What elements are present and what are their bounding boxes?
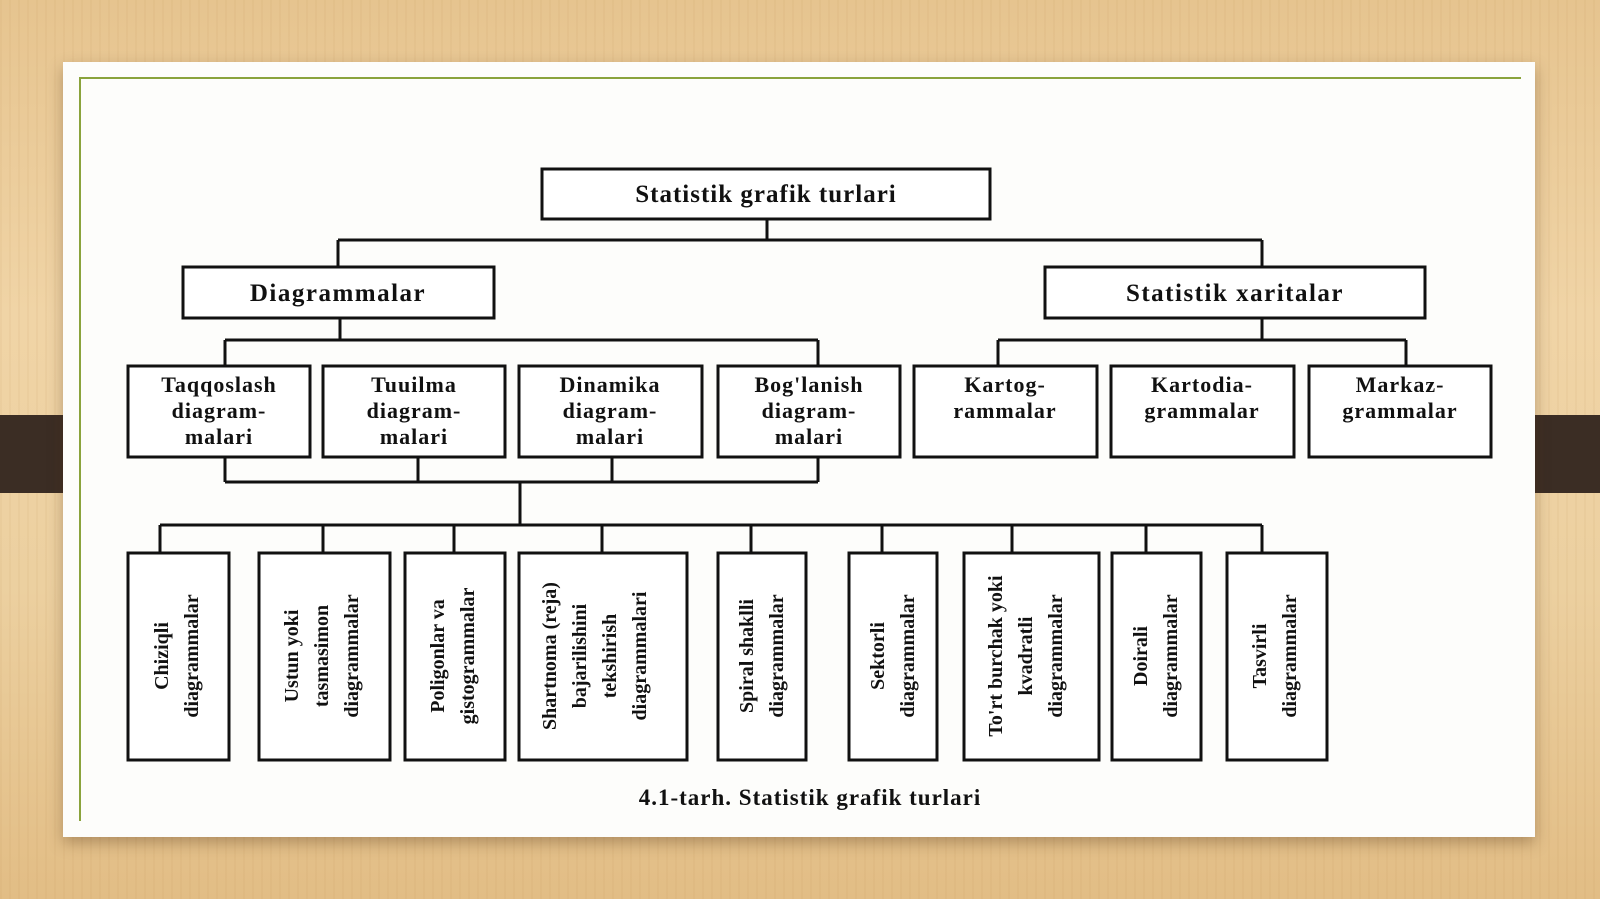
- leaf-label-line: diagrammalar: [1160, 594, 1182, 717]
- leaf-label-line: Poligonlar va: [427, 599, 449, 713]
- leaf-label-line: diagrammalar: [341, 594, 363, 717]
- leaf-label-line: kvadratli: [1015, 616, 1037, 695]
- node-label-line: diagram-: [367, 398, 462, 423]
- node-label-line: malari: [185, 424, 253, 449]
- leaf-label-line: To'rt burchak yoki: [985, 575, 1007, 737]
- group-node-statistik-xaritalar: Statistik xaritalar: [1043, 265, 1427, 320]
- leaf-label-line: Chiziqli: [151, 622, 173, 690]
- diagram-type-node-4: Bog'lanish diagram- malari: [716, 364, 902, 459]
- figure-caption: 4.1-tarh. Statistik grafik turlari: [639, 785, 982, 810]
- node-label-line: grammalar: [1144, 398, 1259, 423]
- leaf-label-line: gistogrammalar: [457, 588, 479, 725]
- node-label-line: Kartodia-: [1151, 372, 1253, 397]
- leaf-label-line: diagrammalari: [629, 591, 651, 720]
- leaf-node-5: Spiral shaklli diagrammalar: [716, 551, 808, 762]
- leaf-node-4: Shartnoma (reja) bajarilishini tekshiris…: [517, 551, 689, 762]
- leaf-node-8: Doirali diagrammalar: [1110, 551, 1203, 762]
- node-label-line: Kartog-: [964, 372, 1046, 397]
- leaf-label-line: Sektorli: [867, 622, 889, 690]
- group-node-diagrammalar: Diagrammalar: [181, 265, 496, 320]
- leaf-label-line: diagrammalar: [1045, 594, 1067, 717]
- leaf-label-line: Shartnoma (reja): [539, 582, 561, 730]
- map-type-node-1: Kartog- rammalar: [912, 364, 1099, 459]
- node-label-line: grammalar: [1342, 398, 1457, 423]
- leaf-label-line: diagrammalar: [766, 594, 788, 717]
- node-label-line: rammalar: [953, 398, 1056, 423]
- leaf-label-line: diagrammalar: [897, 594, 919, 717]
- slide-frame: [79, 77, 1521, 821]
- root-label: Statistik grafik turlari: [635, 181, 897, 208]
- node-label-line: Tuuilma: [371, 372, 457, 397]
- leaf-node-3: Poligonlar va gistogrammalar: [403, 551, 507, 762]
- leaf-node-9: Tasvirli diagrammalar: [1225, 551, 1329, 762]
- node-label-line: Taqqoslash: [161, 372, 277, 397]
- leaf-label-line: Ustun yoki: [281, 609, 303, 702]
- node-label-line: Dinamika: [560, 372, 661, 397]
- node-label-line: diagram-: [563, 398, 658, 423]
- node-label-line: Bog'lanish: [754, 372, 863, 397]
- leaf-label-line: diagrammalar: [1279, 594, 1301, 717]
- diagram-type-node-1: Taqqoslash diagram- malari: [126, 364, 312, 459]
- node-label-line: malari: [380, 424, 448, 449]
- leaf-label-line: Spiral shaklli: [736, 599, 758, 713]
- node-label-line: diagram-: [172, 398, 267, 423]
- node-label-line: diagram-: [762, 398, 857, 423]
- node-label-line: malari: [775, 424, 843, 449]
- leaf-node-2: Ustun yoki tasmasimon diagrammalar: [257, 551, 392, 762]
- right-edge-tab: [1530, 415, 1600, 493]
- diagram-type-node-2: Tuuilma diagram- malari: [321, 364, 507, 459]
- root-node: Statistik grafik turlari: [540, 167, 992, 221]
- leaf-label-line: tekshirish: [599, 614, 621, 698]
- leaf-node-7: To'rt burchak yoki kvadratli diagrammala…: [962, 551, 1101, 762]
- leaf-label-line: bajarilishini: [569, 603, 591, 708]
- connectors: [158, 218, 1408, 553]
- group-label-statistik-xaritalar: Statistik xaritalar: [1126, 280, 1344, 307]
- node-label-line: malari: [576, 424, 644, 449]
- map-type-node-3: Markaz- grammalar: [1307, 364, 1493, 459]
- group-label-diagrammalar: Diagrammalar: [250, 280, 426, 307]
- node-label-line: Markaz-: [1356, 372, 1445, 397]
- leaf-label-line: Doirali: [1130, 626, 1152, 686]
- leaf-node-1: Chiziqli diagrammalar: [126, 551, 231, 762]
- leaf-label-line: tasmasimon: [311, 605, 333, 707]
- leaf-label-line: diagrammalar: [181, 594, 203, 717]
- map-type-node-2: Kartodia- grammalar: [1109, 364, 1296, 459]
- diagram-type-node-3: Dinamika diagram- malari: [517, 364, 704, 459]
- leaf-label-line: Tasvirli: [1249, 623, 1271, 688]
- leaf-node-6: Sektorli diagrammalar: [847, 551, 939, 762]
